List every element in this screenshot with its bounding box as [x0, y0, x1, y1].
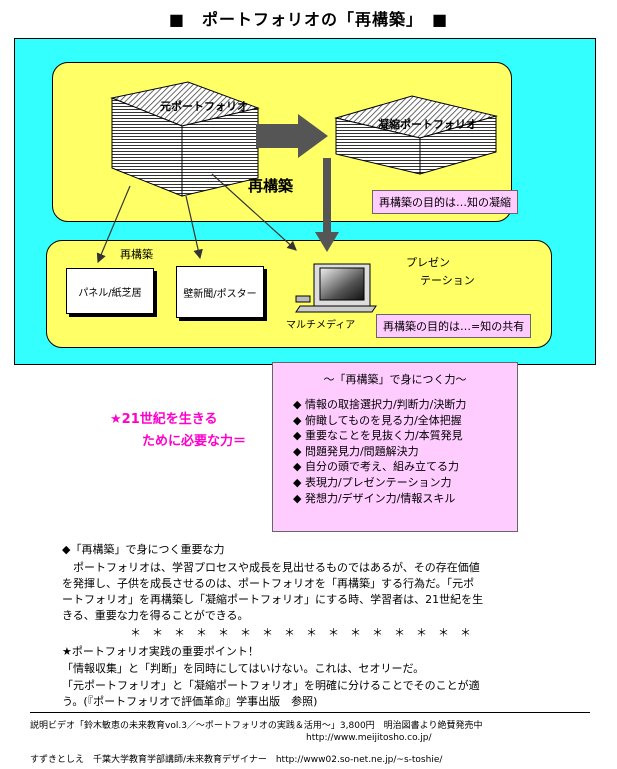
- big-right-arrow-icon: [256, 114, 328, 158]
- diamond-bullet-icon: ◆: [293, 444, 302, 458]
- section2-line2: 「元ポートフォリオ」と「凝縮ポートフォリオ」を明確に分けることでそのことが適: [62, 679, 480, 692]
- skills-title: ～「再構築」で身につく力～: [323, 373, 467, 386]
- footer-divider: [30, 712, 590, 713]
- footer-publisher-link[interactable]: http://www.meijitosho.co.jp/: [306, 733, 432, 743]
- section1-line1: ポートフォリオは、学習プロセスや成長を見出せるものではあるが、その存在価値: [62, 561, 480, 574]
- big-down-arrow-icon: [315, 158, 339, 252]
- presentation-label-line2: テーション: [420, 274, 475, 287]
- skill-item: ◆ 表現力/プレゼンテーション力: [293, 475, 452, 489]
- section2-heading: ★ポートフォリオ実践の重要ポイント！: [62, 645, 259, 658]
- century-line1: ★21世紀を生きる: [110, 412, 218, 427]
- skill-item: ◆ 自分の頭で考え、組み立てる力: [293, 460, 459, 474]
- skills-list: ◆ 情報の取捨選択力/判断力/決断力 ◆ 俯瞰してものを見る力/全体把握 ◆ 重…: [273, 397, 517, 506]
- diamond-bullet-icon: ◆: [293, 491, 302, 505]
- diamond-bullet-icon: ◆: [293, 460, 302, 474]
- diamond-bullet-icon: ◆: [293, 429, 302, 443]
- arrow-to-newspaper: [185, 195, 203, 260]
- restructure-big-label: 再構築: [248, 177, 294, 195]
- diamond-bullet-icon: ◆: [293, 475, 302, 489]
- diamond-bullet-icon: ◆: [293, 398, 302, 411]
- purpose-knowledge-condensation: 再構築の目的は…知の凝縮: [372, 190, 518, 214]
- newspaper-card: 壁新聞/ポスター: [176, 266, 264, 318]
- skill-item: ◆ 俯瞰してものを見る力/全体把握: [293, 413, 462, 427]
- skill-item: ◆ 問題発見力/問題解決力: [293, 444, 419, 458]
- arrow-to-multimedia: [211, 173, 297, 251]
- presentation-label-line1: プレゼン: [406, 256, 450, 269]
- section2-line3: う。(『ポートフォリオで評価革命』学事出版 参照): [62, 695, 318, 708]
- restructure-small-label: 再構築: [120, 248, 153, 261]
- condensed-portfolio-label: 凝縮ポートフォリオ: [378, 118, 477, 131]
- purpose-knowledge-sharing: 再構築の目的は…=知の共有: [376, 314, 532, 338]
- century-line2: ために必要な力＝: [142, 434, 247, 449]
- skill-item: ◆ 重要なことを見抜く力/本質発見: [293, 429, 463, 443]
- original-portfolio-label: 元ポートフォリオ: [160, 100, 248, 113]
- section1-heading: ◆「再構築」で身につく重要な力: [62, 543, 225, 556]
- star-separator: ＊ ＊ ＊ ＊ ＊ ＊ ＊ ＊ ＊ ＊ ＊ ＊ ＊ ＊ ＊ ＊: [130, 626, 471, 639]
- panel-label: パネル/紙芝居: [78, 287, 142, 299]
- skill-item: ◆ 情報の取捨選択力/判断力/決断力: [293, 398, 467, 411]
- skills-box: ～「再構築」で身につく力～ ◆ 情報の取捨選択力/判断力/決断力 ◆ 俯瞰しても…: [272, 362, 518, 532]
- newspaper-label: 壁新聞/ポスター: [183, 288, 257, 300]
- footer-author-info: すずきとしえ 千葉大学教育学部講師/未来教育デザイナー http://www02…: [30, 755, 443, 765]
- section1-line4: きる、重要な力を得ることができる。: [62, 609, 249, 622]
- footer-video-info: 説明ビデオ「鈴木敏恵の未来教育vol.3／～ポートフォリオの実践＆活用～」3,8…: [30, 721, 483, 731]
- section1-line3: ートフォリオ」を再構築し「凝縮ポートフォリオ」にする時、学習者は、21世紀を生: [62, 593, 484, 606]
- diamond-bullet-icon: ◆: [293, 413, 302, 427]
- arrow-to-panel: [96, 185, 131, 264]
- original-portfolio-stack-icon: [110, 81, 260, 197]
- section1-line2: を発揮し、子供を成長させるのは、ポートフォリオを「再構築」する行為だ。「元ポ: [62, 577, 475, 590]
- skill-item: ◆ 発想力/デザイン力/情報スキル: [293, 491, 456, 505]
- section2-line1: 「情報収集」と「判断」を同時にしてはいけない。これは、セオリーだ。: [62, 662, 425, 675]
- page-title: ■ ポートフォリオの「再構築」 ■: [168, 10, 449, 29]
- multimedia-label: マルチメディア: [286, 320, 356, 331]
- panel-card: パネル/紙芝居: [66, 268, 154, 314]
- computer-icon: [295, 263, 377, 313]
- condensed-portfolio-stack-icon: [334, 95, 498, 175]
